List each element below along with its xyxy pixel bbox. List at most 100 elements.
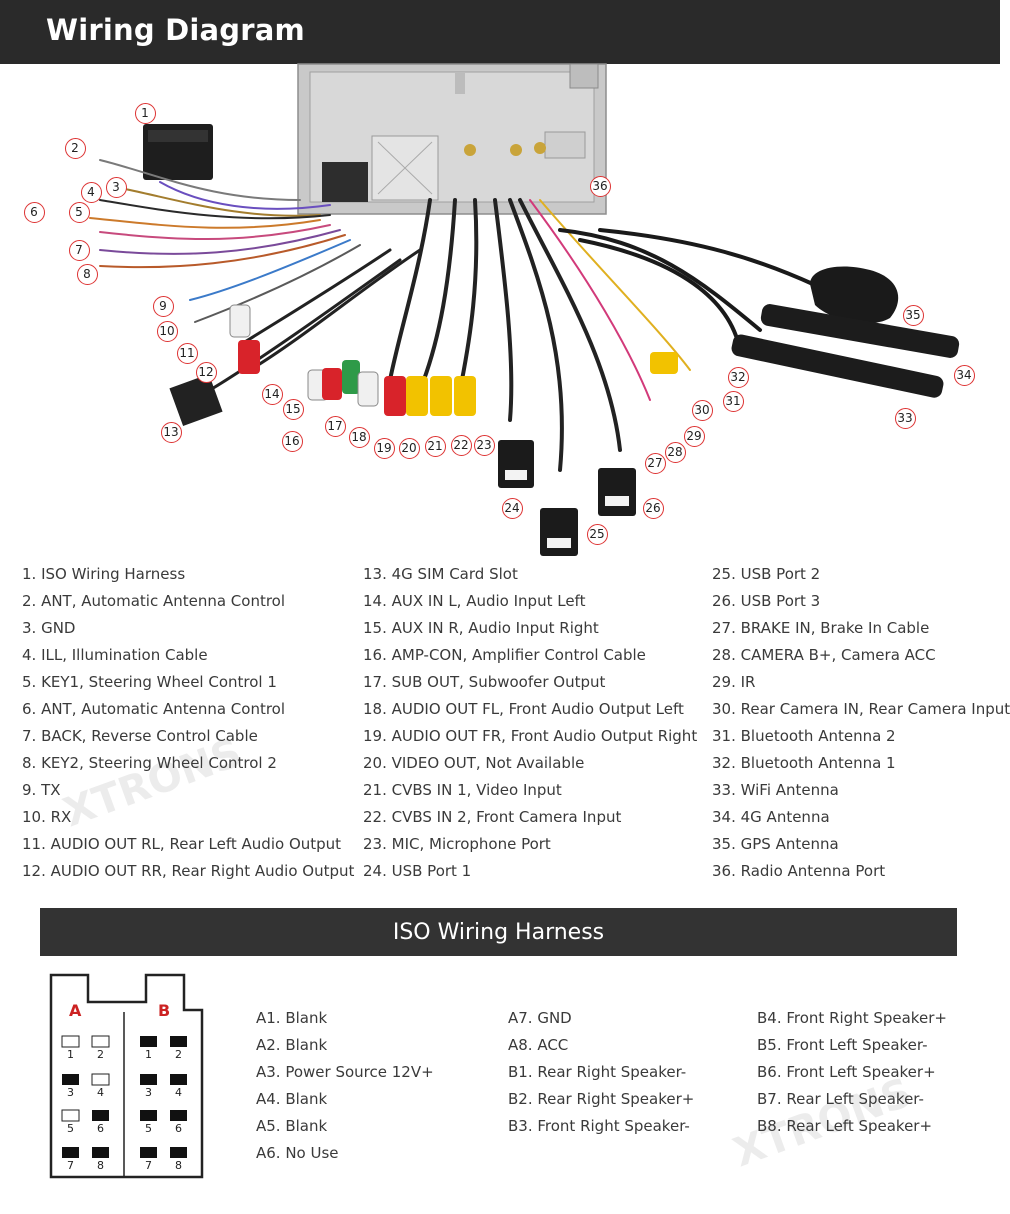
callout-1: 1 bbox=[134, 102, 156, 124]
pin-a2 bbox=[91, 1035, 110, 1048]
antennas bbox=[731, 266, 960, 398]
pin-number: 6 bbox=[175, 1122, 182, 1135]
callout-7: 7 bbox=[68, 239, 90, 261]
callout-6: 6 bbox=[23, 201, 45, 223]
pin-a3 bbox=[62, 1074, 79, 1085]
pin-number: 8 bbox=[175, 1159, 182, 1172]
callout-16: 16 bbox=[281, 430, 303, 452]
iso-pin-item: A7. GND bbox=[508, 1009, 572, 1027]
pin-number: 6 bbox=[97, 1122, 104, 1135]
iso-pin-item: B1. Rear Right Speaker- bbox=[508, 1063, 687, 1081]
usb-ports bbox=[498, 440, 636, 556]
iso-pin-item: B7. Rear Left Speaker- bbox=[757, 1090, 924, 1108]
iso-pin-item: B3. Front Right Speaker- bbox=[508, 1117, 690, 1135]
legend-column-2: 13. 4G SIM Card Slot 14. AUX IN L, Audio… bbox=[363, 564, 697, 888]
callout-20: 20 bbox=[398, 437, 420, 459]
legend-item: 25. USB Port 2 bbox=[712, 565, 821, 583]
sim-card-module bbox=[169, 374, 223, 426]
callout-26: 26 bbox=[642, 497, 664, 519]
pin-b7 bbox=[140, 1147, 157, 1158]
pin-b8 bbox=[170, 1147, 187, 1158]
legend-item: 1. ISO Wiring Harness bbox=[22, 565, 186, 583]
iso-pin-column-1: A1. Blank A2. Blank A3. Power Source 12V… bbox=[256, 1008, 434, 1170]
wiring-illustration bbox=[89, 63, 960, 556]
callout-28: 28 bbox=[664, 441, 686, 463]
legend-item: 10. RX bbox=[22, 808, 72, 826]
legend-item: 16. AMP-CON, Amplifier Control Cable bbox=[363, 646, 646, 664]
iso-pin-column-2: A7. GND A8. ACC B1. Rear Right Speaker- … bbox=[508, 1008, 694, 1143]
iso-pin-item: A1. Blank bbox=[256, 1009, 328, 1027]
pin-number: 2 bbox=[175, 1048, 182, 1061]
iso-pin-item: B8. Rear Left Speaker+ bbox=[757, 1117, 933, 1135]
callout-29: 29 bbox=[683, 425, 705, 447]
callout-18: 18 bbox=[348, 426, 370, 448]
callout-30: 30 bbox=[691, 399, 713, 421]
legend-item: 6. ANT, Automatic Antenna Control bbox=[22, 700, 286, 718]
iso-pin-column-3: B4. Front Right Speaker+ B5. Front Left … bbox=[757, 1008, 947, 1143]
pin-number: 1 bbox=[67, 1048, 74, 1061]
iso-pin-item: A4. Blank bbox=[256, 1090, 328, 1108]
legend-item: 29. IR bbox=[712, 673, 756, 691]
iso-connector-pinout: A B 1 2 3 4 5 6 7 8 1 2 3 4 5 6 7 8 bbox=[49, 973, 204, 1179]
iso-connector-block bbox=[143, 124, 213, 180]
head-unit-chassis bbox=[297, 63, 607, 215]
legend-item: 20. VIDEO OUT, Not Available bbox=[363, 754, 585, 772]
legend-item: 3. GND bbox=[22, 619, 76, 637]
callout-2: 2 bbox=[64, 137, 86, 159]
legend-item: 14. AUX IN L, Audio Input Left bbox=[363, 592, 586, 610]
legend-item: 27. BRAKE IN, Brake In Cable bbox=[712, 619, 930, 637]
iso-section-title: ISO Wiring Harness bbox=[392, 920, 605, 945]
iso-pin-item: A8. ACC bbox=[508, 1036, 569, 1054]
pin-b6 bbox=[170, 1110, 187, 1121]
legend-item: 36. Radio Antenna Port bbox=[712, 862, 886, 880]
legend-item: 2. ANT, Automatic Antenna Control bbox=[22, 592, 286, 610]
legend-item: 9. TX bbox=[22, 781, 61, 799]
iso-pin-item: B4. Front Right Speaker+ bbox=[757, 1009, 947, 1027]
callout-10: 10 bbox=[156, 320, 178, 342]
legend-item: 22. CVBS IN 2, Front Camera Input bbox=[363, 808, 622, 826]
callout-11: 11 bbox=[176, 342, 198, 364]
iso-pin-item: A2. Blank bbox=[256, 1036, 328, 1054]
callout-4: 4 bbox=[80, 181, 102, 203]
callout-5: 5 bbox=[68, 201, 90, 223]
rca-connectors bbox=[229, 304, 678, 416]
pin-b2 bbox=[170, 1036, 187, 1047]
pin-b3 bbox=[140, 1074, 157, 1085]
pin-number: 7 bbox=[145, 1159, 152, 1172]
pin-a6 bbox=[92, 1110, 109, 1121]
pin-number: 5 bbox=[145, 1122, 152, 1135]
wire-bundle bbox=[89, 159, 817, 472]
callout-9: 9 bbox=[152, 295, 174, 317]
callout-17: 17 bbox=[324, 415, 346, 437]
callout-19: 19 bbox=[373, 437, 395, 459]
callout-31: 31 bbox=[722, 390, 744, 412]
legend-item: 31. Bluetooth Antenna 2 bbox=[712, 727, 896, 745]
legend-item: 33. WiFi Antenna bbox=[712, 781, 839, 799]
callout-32: 32 bbox=[727, 366, 749, 388]
callout-13: 13 bbox=[160, 421, 182, 443]
iso-pin-item: A6. No Use bbox=[256, 1144, 339, 1162]
legend-item: 5. KEY1, Steering Wheel Control 1 bbox=[22, 673, 277, 691]
pin-number: 4 bbox=[97, 1086, 104, 1099]
pin-a4 bbox=[91, 1073, 110, 1086]
legend-item: 34. 4G Antenna bbox=[712, 808, 830, 826]
legend-item: 28. CAMERA B+, Camera ACC bbox=[712, 646, 936, 664]
callout-35: 35 bbox=[902, 304, 924, 326]
legend-item: 21. CVBS IN 1, Video Input bbox=[363, 781, 562, 799]
pin-b5 bbox=[140, 1110, 157, 1121]
pin-a7 bbox=[62, 1147, 79, 1158]
wiring-diagram: 1 2 3 4 5 6 7 8 9 10 11 12 13 14 15 16 1… bbox=[0, 63, 1000, 556]
callout-12: 12 bbox=[195, 361, 217, 383]
callout-14: 14 bbox=[261, 383, 283, 405]
iso-pin-item: B5. Front Left Speaker- bbox=[757, 1036, 928, 1054]
callout-25: 25 bbox=[586, 523, 608, 545]
callout-34: 34 bbox=[953, 364, 975, 386]
callout-36: 36 bbox=[589, 175, 611, 197]
callout-24: 24 bbox=[501, 497, 523, 519]
pin-number: 1 bbox=[145, 1048, 152, 1061]
legend-item: 7. BACK, Reverse Control Cable bbox=[22, 727, 258, 745]
callout-22: 22 bbox=[450, 434, 472, 456]
legend-item: 15. AUX IN R, Audio Input Right bbox=[363, 619, 599, 637]
callout-23: 23 bbox=[473, 434, 495, 456]
pin-a8 bbox=[92, 1147, 109, 1158]
